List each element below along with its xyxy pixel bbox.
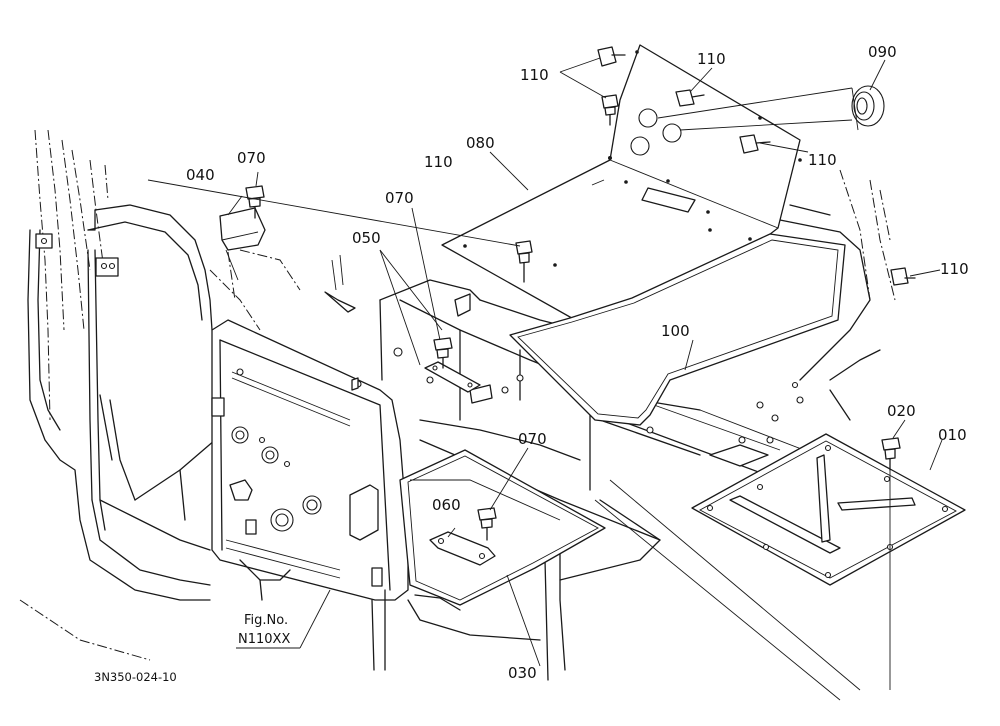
callout-070-top: 070 xyxy=(237,149,266,167)
part-100-gasket xyxy=(509,233,846,426)
callout-020: 020 xyxy=(887,402,916,420)
callout-labels: 010 020 030 040 050 060 070 070 070 080 … xyxy=(186,43,969,682)
part-070-bolt-low xyxy=(477,507,497,541)
part-110-bolt-d xyxy=(739,134,771,154)
part-110-bolt-b xyxy=(601,94,619,126)
callout-110-mid: 110 xyxy=(424,153,453,171)
callout-080: 080 xyxy=(466,134,495,152)
part-070-bolt-top xyxy=(245,185,265,219)
callout-070-mid: 070 xyxy=(385,189,414,207)
part-070-bolt-mid xyxy=(433,337,453,369)
control-panel xyxy=(211,319,409,601)
part-110-bolt-f xyxy=(890,267,916,286)
callout-090: 090 xyxy=(868,43,897,61)
callout-010: 010 xyxy=(938,426,967,444)
drawing-code: 3N350-024-10 xyxy=(94,670,177,684)
callout-040: 040 xyxy=(186,166,215,184)
part-010-floor-plate xyxy=(691,433,966,586)
part-020-bolt xyxy=(881,437,901,690)
callout-050: 050 xyxy=(352,229,381,247)
brackets xyxy=(324,254,471,391)
part-060-plate xyxy=(429,531,496,566)
leader-lines xyxy=(147,57,943,667)
callout-110-right: 110 xyxy=(808,151,837,169)
callout-060: 060 xyxy=(432,496,461,514)
callout-030: 030 xyxy=(508,664,537,682)
callout-100: 100 xyxy=(661,322,690,340)
fig-no-label: Fig.No. xyxy=(244,613,288,628)
fig-no-value: N110XX xyxy=(238,632,290,647)
part-110-bolt-c xyxy=(675,89,705,107)
callout-070-low: 070 xyxy=(518,430,547,448)
callout-110-far: 110 xyxy=(940,260,969,278)
part-090-grommet xyxy=(657,85,885,131)
part-050-plate xyxy=(424,361,481,393)
cab-frame-left xyxy=(19,129,301,661)
figure-reference: Fig.No. N110XX xyxy=(238,613,290,647)
part-030-gasket xyxy=(399,449,606,606)
callout-110-top: 110 xyxy=(697,50,726,68)
part-110-bolt-a xyxy=(597,46,626,67)
callout-110-topleft: 110 xyxy=(520,66,549,84)
part-110-bolt-e xyxy=(515,240,533,283)
